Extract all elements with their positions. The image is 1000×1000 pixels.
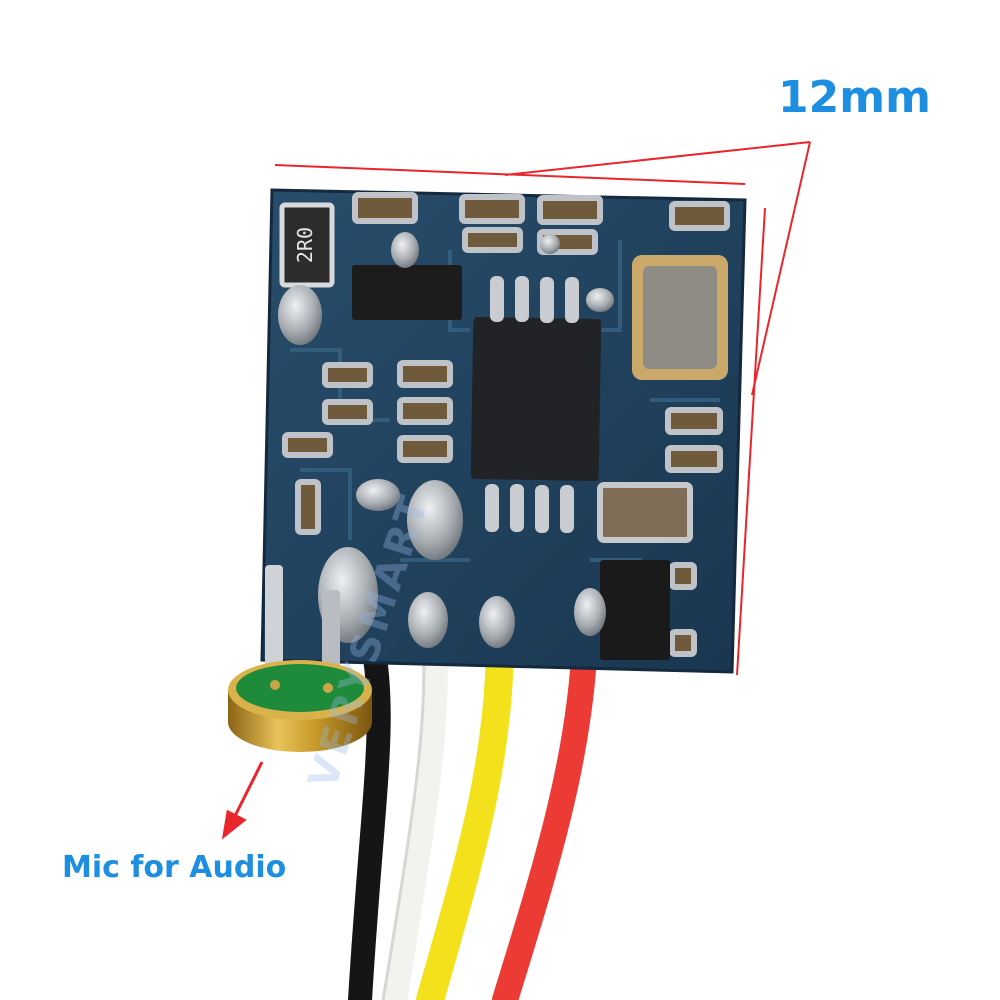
transistor — [352, 265, 462, 320]
inductor-2r0 — [279, 202, 335, 288]
mic-arrow — [221, 761, 264, 840]
inductor-marking: 2R0 — [293, 227, 317, 263]
ic-top-pins — [490, 276, 579, 323]
white-wire — [383, 628, 448, 1000]
voltage-regulator — [600, 560, 670, 660]
dimension-lines — [274, 141, 811, 676]
red-wire — [492, 627, 598, 1000]
mic-caption: Mic for Audio — [62, 850, 287, 885]
black-wire — [348, 628, 391, 1000]
smd-components — [282, 192, 730, 657]
dimension-label: 12mm — [778, 72, 931, 123]
mic-pin-right — [322, 590, 340, 675]
ic-bottom-pins — [485, 484, 574, 533]
pcb-board: 2R0 — [260, 188, 747, 674]
microphone — [228, 565, 372, 752]
tantalum-capacitor — [597, 482, 693, 543]
white-wire-edge — [381, 638, 426, 1000]
mic-pin-left — [265, 565, 283, 673]
main-ic-chip — [470, 316, 602, 482]
wire-bundle — [348, 626, 598, 1000]
yellow-wire — [416, 626, 514, 1000]
